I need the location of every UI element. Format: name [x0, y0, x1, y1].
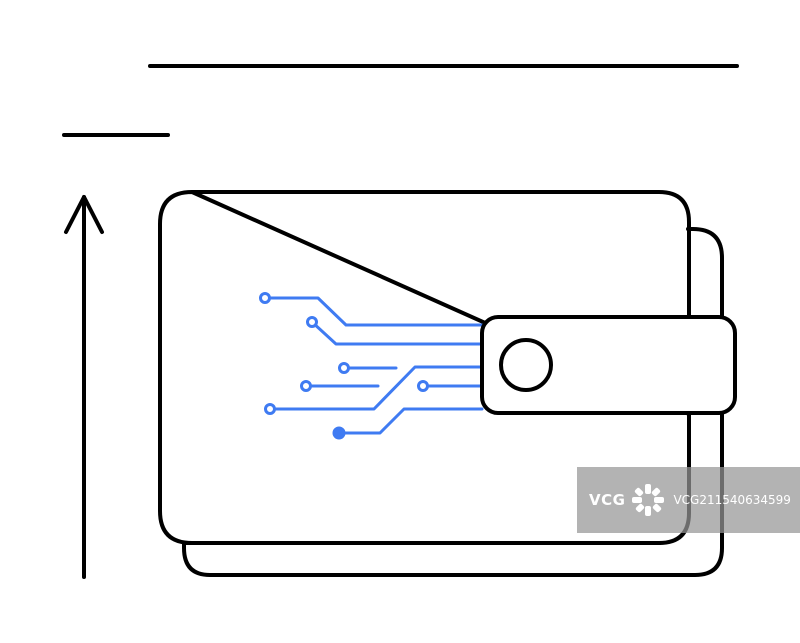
circuit-trace — [337, 407, 484, 435]
watermark-id: VCG211540634599 — [673, 493, 791, 507]
circuit-node — [338, 362, 350, 374]
circuit-trace — [310, 320, 484, 346]
circuit-node — [306, 316, 318, 328]
circuit-node — [259, 292, 271, 304]
wallet-clasp — [480, 315, 737, 415]
circuit-node — [300, 380, 312, 392]
watermark-logo: VCG — [589, 483, 665, 517]
circuit-node — [264, 403, 276, 415]
circuit-trace — [268, 365, 484, 411]
circuit-trace — [263, 296, 484, 327]
clasp-button-icon — [499, 338, 553, 392]
circuit-node — [417, 380, 429, 392]
up-arrow-icon — [64, 195, 104, 579]
circuit-node — [332, 426, 346, 440]
circuit-lines — [259, 292, 484, 440]
wallet-front — [158, 190, 691, 545]
pinwheel-icon — [632, 484, 665, 516]
watermark-brand: VCG — [589, 491, 626, 509]
watermark: VCG VCG211540634599 — [577, 467, 800, 533]
